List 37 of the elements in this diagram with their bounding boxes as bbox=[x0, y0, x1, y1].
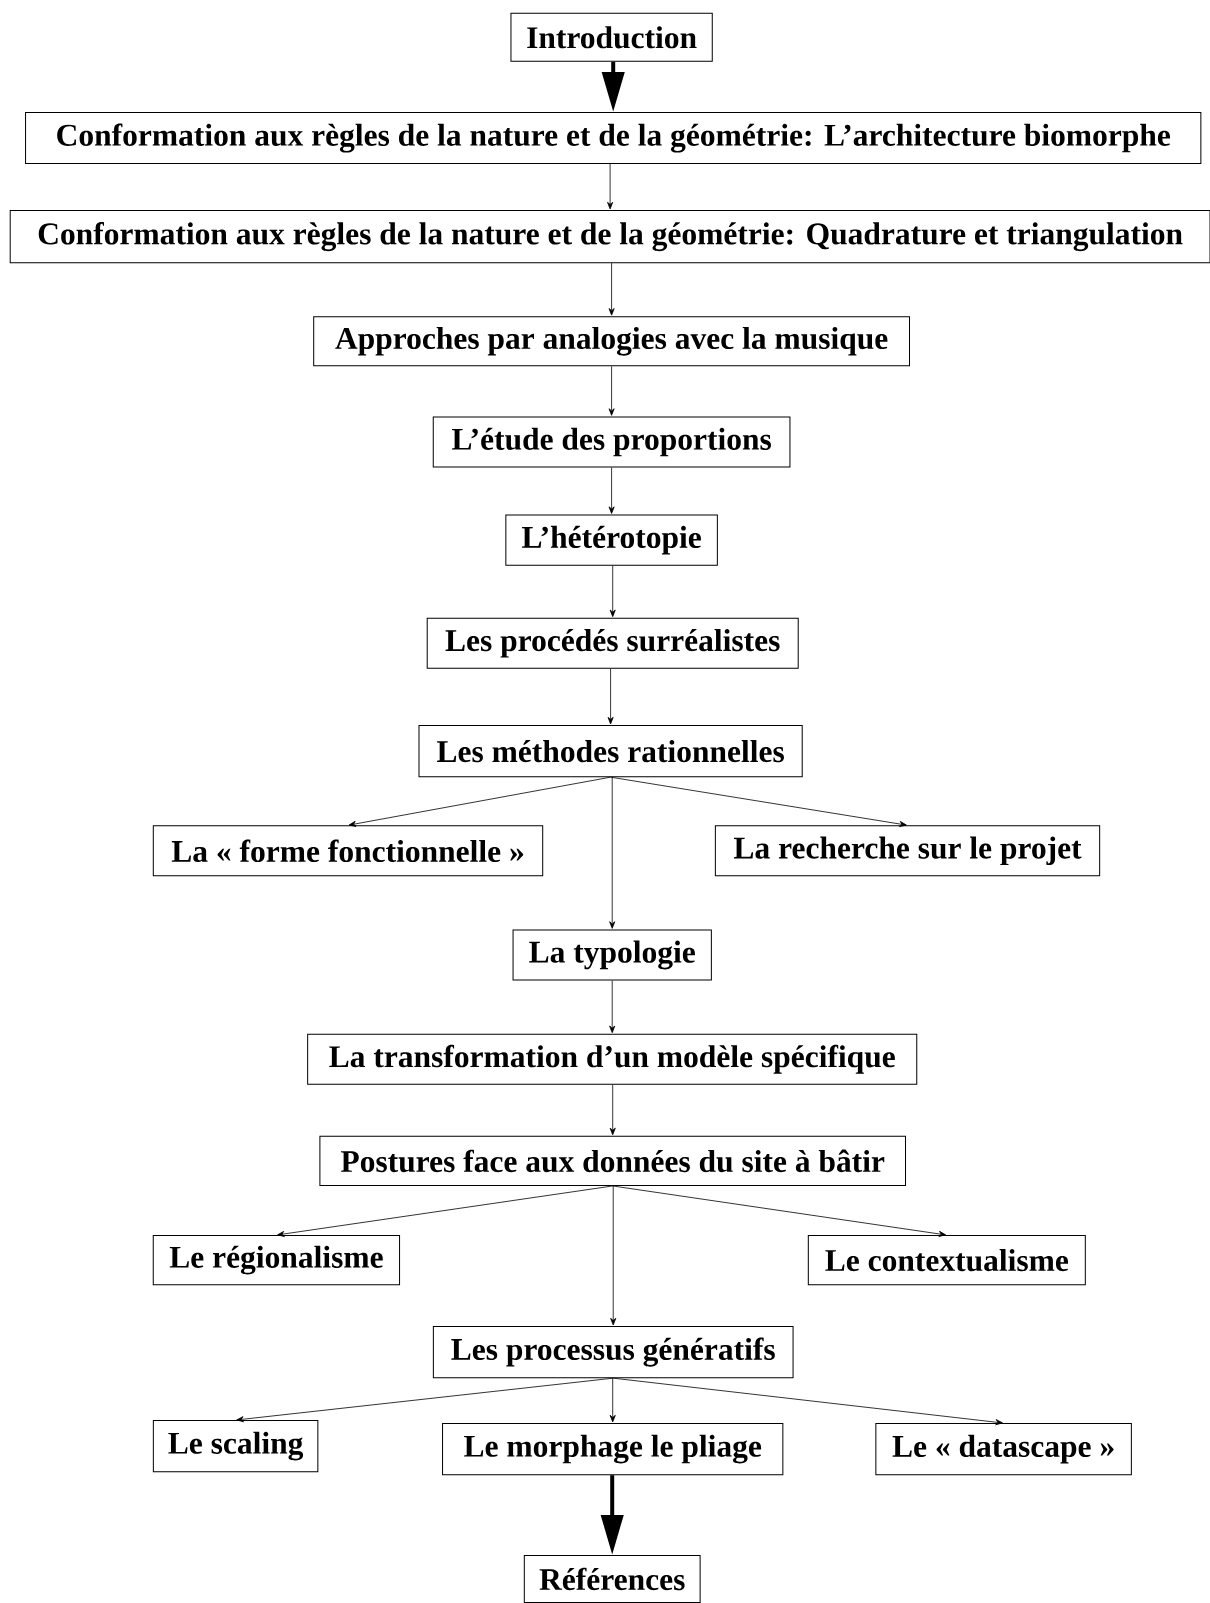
arrow bbox=[608, 467, 615, 514]
arrow bbox=[609, 1084, 616, 1136]
process-box: Le régionalisme bbox=[152, 1235, 401, 1286]
process-box: Les processus génératifs bbox=[432, 1326, 794, 1379]
process-box: Les méthodes rationnelles bbox=[418, 725, 803, 778]
arrow bbox=[609, 776, 616, 929]
arrow bbox=[277, 1185, 614, 1237]
process-box: L’étude des proportions bbox=[432, 416, 791, 468]
process-box: Conformation aux règles de la nature et de la géométrie: L’architecture biomorphe bbox=[25, 111, 1202, 165]
process-box: Introduction bbox=[510, 12, 713, 62]
process-box: La recherche sur le projet bbox=[714, 825, 1101, 877]
arrow bbox=[236, 1377, 614, 1423]
arrow bbox=[607, 163, 614, 210]
arrow bbox=[610, 1185, 617, 1326]
arrow bbox=[608, 365, 615, 416]
process-box: Postures face aux données du site à bâtir bbox=[319, 1135, 906, 1186]
arrow bbox=[609, 1377, 616, 1423]
process-box: La transformation d’un modèle spécifique bbox=[307, 1033, 918, 1085]
process-box: Références bbox=[523, 1554, 701, 1603]
process-box: La typologie bbox=[512, 929, 712, 981]
process-box: Approches par analogies avec la musique bbox=[313, 316, 910, 367]
arrow bbox=[348, 776, 611, 827]
process-box: L’hétérotopie bbox=[505, 514, 718, 566]
process-box: La « forme fonctionnelle » bbox=[152, 825, 544, 877]
arrow bbox=[609, 980, 616, 1034]
process-box: Le scaling bbox=[152, 1420, 319, 1473]
arrow bbox=[609, 565, 616, 618]
process-box: Le contextualisme bbox=[807, 1235, 1086, 1286]
process-box: Le « datascape » bbox=[875, 1423, 1132, 1476]
process-box: Conformation aux règles de la nature et de la géométrie: Quadrature et triangulation bbox=[9, 210, 1210, 264]
arrow bbox=[612, 1377, 1003, 1426]
arrow bbox=[608, 262, 615, 316]
arrow bbox=[607, 668, 614, 725]
arrow bbox=[612, 1185, 947, 1237]
process-box: Les procédés surréalistes bbox=[426, 617, 799, 669]
process-box: Le morphage le pliage bbox=[442, 1423, 784, 1476]
arrow bbox=[610, 776, 907, 827]
